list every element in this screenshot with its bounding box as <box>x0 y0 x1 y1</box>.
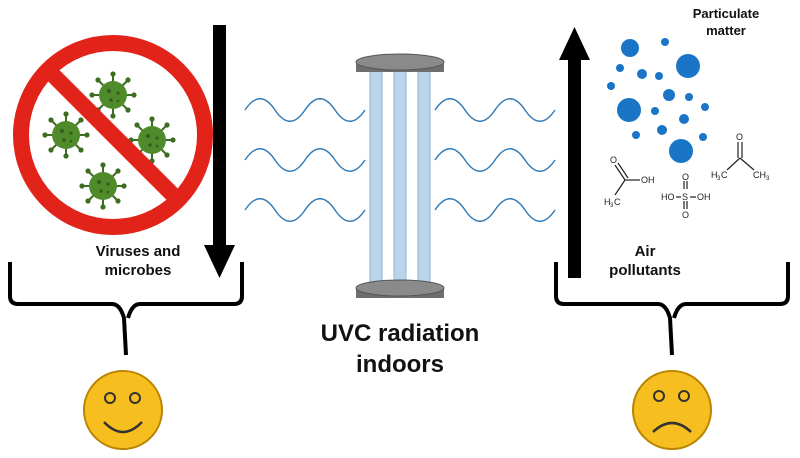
acetone-h: H <box>711 170 718 180</box>
acetone-structure: O H 3 C CH 3 <box>711 132 770 182</box>
virus-icon <box>41 110 91 160</box>
wave-icon <box>434 98 556 222</box>
acetone-ch: CH <box>753 170 766 180</box>
air-label-line1: Air <box>634 243 656 260</box>
air-label-line2: pollutants <box>609 262 681 279</box>
sulfuric-oh: OH <box>697 192 711 202</box>
acetic-o: O <box>610 155 617 165</box>
prohibition-slash <box>43 65 183 205</box>
uvc-label-line2: indoors <box>356 351 444 378</box>
wave-icon <box>244 98 366 222</box>
air-pollutants-label: Air pollutants <box>590 242 700 280</box>
sulfuric-o-top: O <box>682 172 689 182</box>
sulfuric-o-bottom: O <box>682 210 689 220</box>
acetic-h: H <box>604 197 611 207</box>
uvc-lamp-icon <box>355 53 445 298</box>
arrow-up-icon <box>559 27 590 278</box>
particle-icon <box>607 38 709 163</box>
acetone-c: C <box>721 170 728 180</box>
sulfuric-s: S <box>682 192 688 202</box>
acetone-o: O <box>736 132 743 142</box>
arrow-down-icon <box>204 25 235 278</box>
uvc-radiation-label: UVC radiation indoors <box>290 318 510 380</box>
acetone-sub3-right: 3 <box>766 176 770 182</box>
pm-label-line2: matter <box>706 23 746 38</box>
acetone-sub3-left: 3 <box>717 176 721 182</box>
acetic-acid-structure: OH O H 3 C <box>604 155 655 209</box>
acetic-sub3: 3 <box>610 203 614 209</box>
acetic-c: C <box>614 197 621 207</box>
acetic-oh: OH <box>641 175 655 185</box>
viruses-label-line2: microbes <box>104 262 172 279</box>
happy-face-icon <box>83 370 163 450</box>
particulate-matter-label: Particulate matter <box>666 5 786 39</box>
sulfuric-ho: HO <box>661 192 675 202</box>
viruses-label: Viruses and microbes <box>68 242 208 280</box>
sad-face-icon <box>632 370 712 450</box>
viruses-label-line1: Viruses and <box>95 243 181 260</box>
brace-icon <box>554 262 790 356</box>
uvc-label-line1: UVC radiation <box>320 320 480 347</box>
brace-icon <box>8 262 244 356</box>
pm-label-line1: Particulate <box>692 6 760 21</box>
sulfuric-acid-structure: HO S OH O O <box>661 172 711 220</box>
virus-icon <box>78 161 128 211</box>
